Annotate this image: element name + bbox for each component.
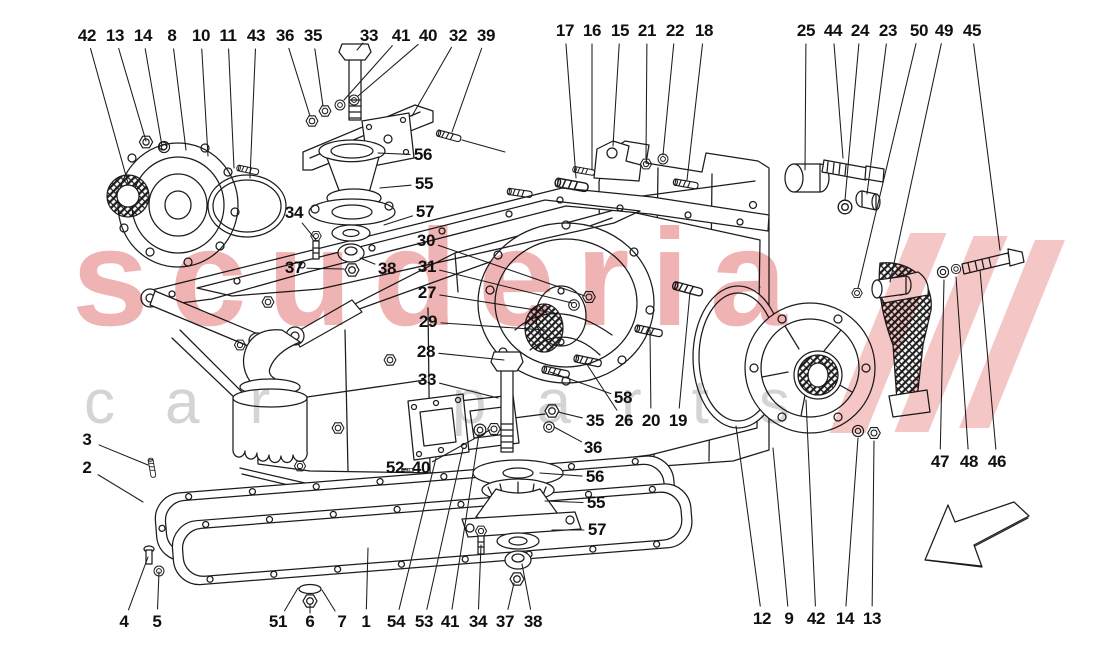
- part-callout-26[interactable]: 26: [614, 411, 634, 430]
- part-callout-12[interactable]: 12: [752, 609, 772, 628]
- part-callout-53[interactable]: 53: [414, 612, 434, 631]
- top-mount-assembly: [302, 43, 506, 277]
- part-callout-45[interactable]: 45: [962, 21, 982, 40]
- part-callout-4[interactable]: 4: [119, 612, 129, 631]
- part-callout-40[interactable]: 40: [418, 26, 438, 45]
- part-callout-21[interactable]: 21: [637, 21, 657, 40]
- part-callout-13[interactable]: 13: [862, 609, 882, 628]
- part-callout-22[interactable]: 22: [665, 21, 685, 40]
- part-callout-11[interactable]: 11: [219, 26, 237, 45]
- part-callout-33[interactable]: 33: [359, 26, 379, 45]
- part-callout-10[interactable]: 10: [191, 26, 211, 45]
- part-callout-34[interactable]: 34: [468, 612, 488, 631]
- part-callout-9[interactable]: 9: [784, 609, 794, 628]
- part-callout-50[interactable]: 50: [909, 21, 929, 40]
- part-callout-52[interactable]: 52: [385, 458, 405, 477]
- part-callout-8[interactable]: 8: [167, 26, 177, 45]
- part-callout-13[interactable]: 13: [105, 26, 125, 45]
- part-callout-37[interactable]: 37: [284, 258, 304, 277]
- part-callout-29[interactable]: 29: [418, 312, 438, 331]
- part-callout-42[interactable]: 42: [806, 609, 826, 628]
- part-callout-40[interactable]: 40: [411, 458, 431, 477]
- part-callout-14[interactable]: 14: [835, 609, 855, 628]
- oil-sump-pan: [171, 483, 693, 586]
- part-callout-44[interactable]: 44: [823, 21, 843, 40]
- clutch-opening: [477, 220, 655, 386]
- part-callout-49[interactable]: 49: [934, 21, 954, 40]
- direction-arrow-icon: [924, 501, 1030, 568]
- part-callout-55[interactable]: 55: [586, 493, 606, 512]
- part-callout-43[interactable]: 43: [246, 26, 266, 45]
- part-callout-30[interactable]: 30: [416, 231, 436, 250]
- part-callout-7[interactable]: 7: [337, 612, 347, 631]
- part-callout-34[interactable]: 34: [284, 203, 304, 222]
- part-callout-36[interactable]: 36: [583, 438, 603, 457]
- front-cover-plate: [401, 351, 560, 472]
- part-callout-32[interactable]: 32: [448, 26, 468, 45]
- part-callout-46[interactable]: 46: [987, 452, 1007, 471]
- oil-pump-and-filter: [140, 288, 397, 493]
- part-callout-27[interactable]: 27: [417, 283, 437, 302]
- part-callout-16[interactable]: 16: [582, 21, 602, 40]
- part-callout-15[interactable]: 15: [610, 21, 630, 40]
- part-callout-35[interactable]: 35: [585, 411, 605, 430]
- part-callout-38[interactable]: 38: [523, 612, 543, 631]
- part-callout-18[interactable]: 18: [694, 21, 714, 40]
- part-callout-3[interactable]: 3: [82, 430, 92, 449]
- part-callout-48[interactable]: 48: [959, 452, 979, 471]
- part-callout-28[interactable]: 28: [416, 342, 436, 361]
- part-callout-57[interactable]: 57: [587, 520, 607, 539]
- top-cover-plate: [147, 187, 770, 308]
- part-callout-38[interactable]: 38: [377, 259, 397, 278]
- part-callout-1[interactable]: 1: [361, 612, 371, 631]
- part-callout-57[interactable]: 57: [415, 202, 435, 221]
- part-callout-42[interactable]: 42: [77, 26, 97, 45]
- part-callout-19[interactable]: 19: [668, 411, 688, 430]
- part-callout-55[interactable]: 55: [414, 174, 434, 193]
- part-callout-31[interactable]: 31: [417, 257, 437, 276]
- part-callout-39[interactable]: 39: [476, 26, 496, 45]
- part-callout-20[interactable]: 20: [641, 411, 661, 430]
- case-studs: [506, 140, 705, 379]
- part-callout-47[interactable]: 47: [930, 452, 950, 471]
- part-callout-54[interactable]: 54: [386, 612, 406, 631]
- part-callout-41[interactable]: 41: [391, 26, 411, 45]
- part-callout-56[interactable]: 56: [413, 145, 433, 164]
- part-callout-51[interactable]: 51: [268, 612, 288, 631]
- part-callout-23[interactable]: 23: [878, 21, 898, 40]
- part-callout-58[interactable]: 58: [613, 388, 633, 407]
- part-callout-41[interactable]: 41: [440, 612, 460, 631]
- part-callout-33[interactable]: 33: [417, 370, 437, 389]
- part-callout-36[interactable]: 36: [275, 26, 295, 45]
- part-callout-5[interactable]: 5: [152, 612, 162, 631]
- side-cover-assembly: [106, 135, 287, 268]
- part-callout-14[interactable]: 14: [133, 26, 153, 45]
- sump-fasteners: [143, 457, 322, 608]
- part-callout-17[interactable]: 17: [555, 21, 575, 40]
- part-callout-24[interactable]: 24: [850, 21, 870, 40]
- part-callout-6[interactable]: 6: [305, 612, 315, 631]
- part-callout-56[interactable]: 56: [585, 467, 605, 486]
- part-callout-2[interactable]: 2: [82, 458, 92, 477]
- part-callout-25[interactable]: 25: [796, 21, 816, 40]
- bottom-mount-stack: [461, 459, 582, 586]
- part-callout-37[interactable]: 37: [495, 612, 515, 631]
- part-callout-35[interactable]: 35: [303, 26, 323, 45]
